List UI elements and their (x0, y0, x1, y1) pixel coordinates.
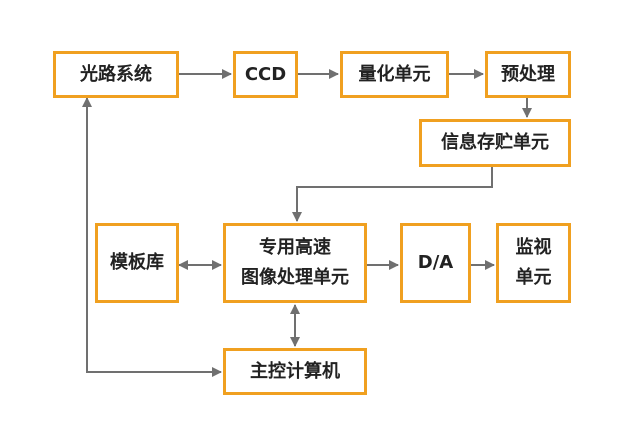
node-monitor-unit: 监视 单元 (496, 223, 571, 303)
node-main-control-computer: 主控计算机 (223, 348, 367, 395)
node-label: 信息存贮单元 (441, 132, 549, 153)
node-label-line1: 监视 (515, 237, 552, 258)
node-optical-system: 光路系统 (53, 51, 179, 98)
node-label: 模板库 (110, 252, 164, 273)
node-label: 预处理 (501, 63, 555, 85)
node-label-line2: 图像处理单元 (241, 267, 349, 288)
node-label: 光路系统 (80, 63, 152, 85)
arrow-storage-to-image-processing (292, 167, 493, 222)
node-preprocessing: 预处理 (485, 51, 571, 98)
node-ccd: CCD (233, 51, 298, 98)
node-da-converter: D/A (400, 223, 471, 303)
node-label-line1: 专用高速 (259, 237, 331, 258)
node-quantization-unit: 量化单元 (340, 51, 449, 98)
node-label: D/A (417, 252, 454, 273)
arrow-optical-to-main-control (82, 97, 222, 377)
node-info-storage-unit: 信息存贮单元 (419, 119, 571, 167)
node-image-processing-unit: 专用高速 图像处理单元 (223, 223, 367, 303)
node-label: CCD (244, 63, 287, 85)
node-template-library: 模板库 (95, 223, 179, 303)
node-label: 主控计算机 (250, 360, 340, 382)
node-label-line2: 单元 (515, 267, 552, 288)
node-label: 量化单元 (358, 63, 431, 85)
